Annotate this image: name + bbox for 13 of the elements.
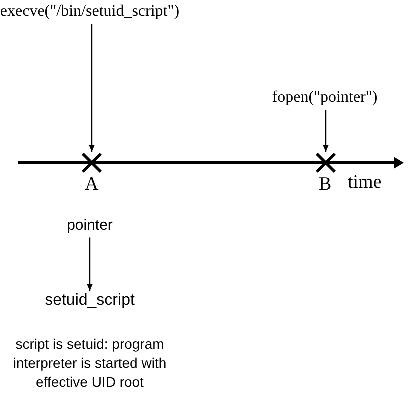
arrow <box>89 24 95 152</box>
event-label: fopen("pointer") <box>272 88 378 108</box>
note-text: script is setuid: program interpreter is started with effective UID root <box>12 335 168 392</box>
event-label: execve("/bin/setuid_script") <box>0 2 180 22</box>
arrow <box>87 238 93 291</box>
point-label: B <box>319 175 332 194</box>
point-label: A <box>85 175 99 194</box>
event-label: setuid_script <box>45 291 135 311</box>
event-label: pointer <box>67 217 113 236</box>
arrow <box>323 110 329 152</box>
axis-label: time <box>348 173 382 192</box>
cross-mark <box>81 152 103 174</box>
cross-mark <box>315 152 337 174</box>
